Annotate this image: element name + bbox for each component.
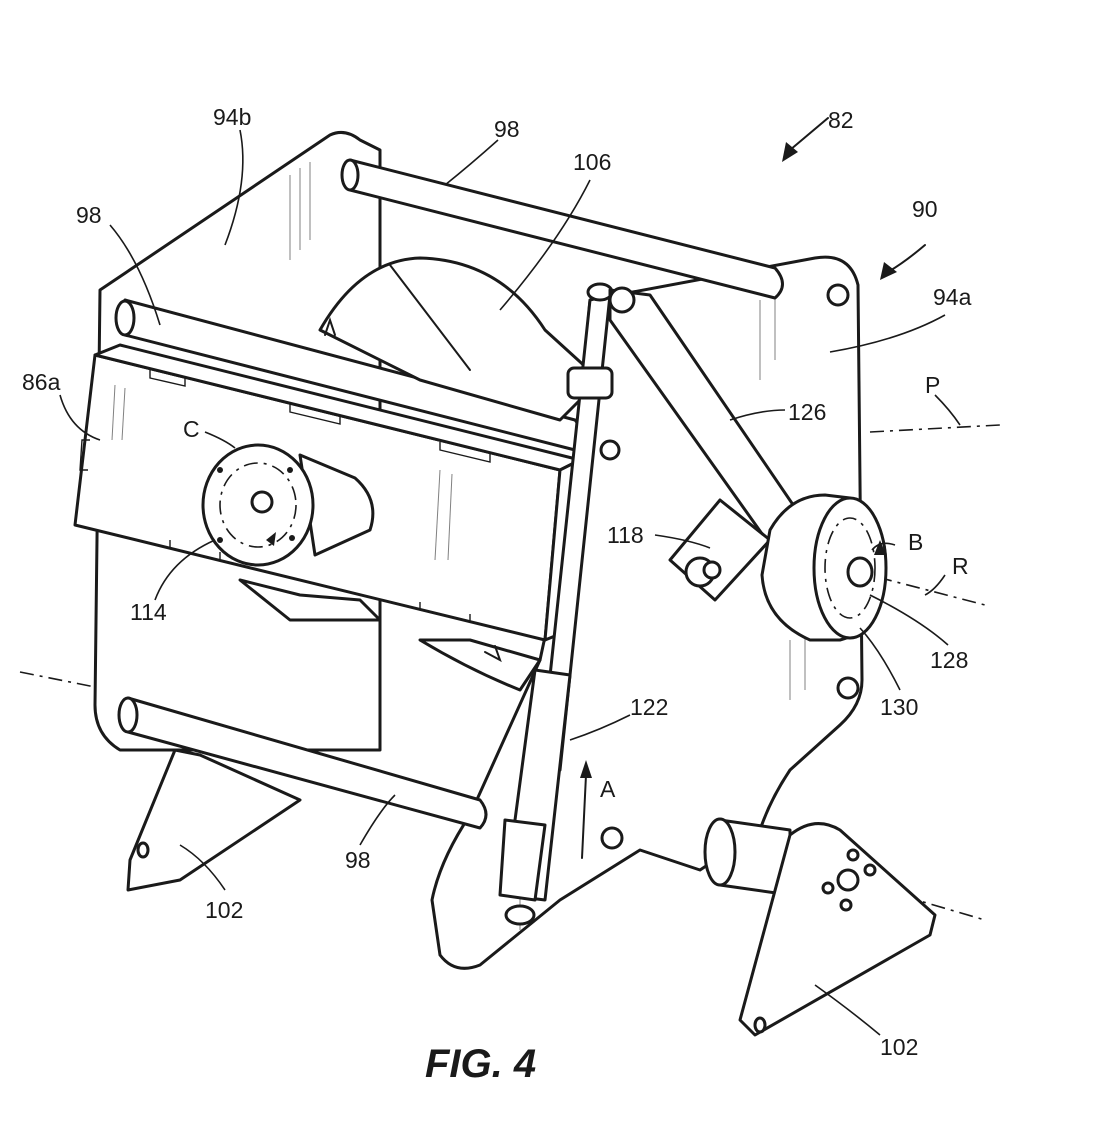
leader-94b bbox=[224, 129, 244, 246]
arrow-90-head bbox=[880, 262, 897, 280]
drum-lower-section bbox=[418, 638, 542, 692]
rod-left-end bbox=[114, 299, 136, 337]
leader-102-left bbox=[179, 844, 226, 891]
label-86a: 86a bbox=[22, 369, 61, 395]
label-94b: 94b bbox=[213, 104, 251, 130]
leader-98-top bbox=[444, 139, 499, 186]
drum-106 bbox=[318, 256, 602, 422]
housing-notches bbox=[79, 370, 491, 623]
arrow-a-head bbox=[580, 760, 592, 778]
label-102-left: 102 bbox=[205, 897, 243, 923]
label-98-left: 98 bbox=[76, 202, 102, 228]
label-128: 128 bbox=[930, 647, 968, 673]
arrow-82-head bbox=[782, 142, 798, 162]
reference-labels: 82 90 94a 94b 98 98 106 86a C 114 118 12… bbox=[22, 104, 972, 1060]
bolts bbox=[599, 283, 860, 850]
leader-94a bbox=[829, 314, 946, 353]
leader-98-left bbox=[109, 224, 161, 326]
arrow-a-shaft bbox=[581, 774, 587, 859]
axis-line-r bbox=[849, 569, 986, 606]
leader-r bbox=[924, 574, 946, 596]
foot-102-left bbox=[126, 748, 302, 892]
foot-shaft bbox=[703, 817, 792, 897]
leader-lines bbox=[59, 129, 961, 1036]
label-114: 114 bbox=[130, 599, 167, 625]
leader-114 bbox=[154, 539, 216, 601]
label-r: R bbox=[952, 553, 969, 579]
arrow-82-shaft bbox=[789, 117, 829, 151]
rod-bottom-end bbox=[117, 696, 139, 734]
leader-98-bottom bbox=[359, 794, 396, 846]
label-98-bottom: 98 bbox=[345, 847, 371, 873]
housing-hatching bbox=[111, 384, 453, 561]
label-126: 126 bbox=[788, 399, 826, 425]
label-82: 82 bbox=[828, 107, 854, 133]
label-a: A bbox=[600, 776, 616, 802]
label-122: 122 bbox=[630, 694, 668, 720]
label-c: C bbox=[183, 416, 200, 442]
label-90: 90 bbox=[912, 196, 938, 222]
arrow-90-shaft bbox=[887, 244, 926, 273]
motion-arrows bbox=[580, 117, 926, 859]
foot-holes bbox=[821, 848, 877, 912]
lower-bracket bbox=[238, 578, 382, 622]
leader-102-right bbox=[814, 984, 881, 1036]
leader-106 bbox=[499, 179, 591, 311]
label-102-right: 102 bbox=[880, 1034, 918, 1060]
label-p: P bbox=[925, 372, 940, 398]
label-98-top: 98 bbox=[494, 116, 520, 142]
label-106: 106 bbox=[573, 149, 611, 175]
wheel-hub bbox=[846, 556, 874, 588]
motor-114 bbox=[201, 443, 375, 567]
leader-b bbox=[871, 542, 896, 551]
rod-top-end bbox=[340, 158, 360, 192]
leader-86a bbox=[59, 394, 101, 441]
label-94a: 94a bbox=[933, 284, 972, 310]
figure-caption: FIG. 4 bbox=[425, 1042, 536, 1086]
motor-shaft bbox=[250, 490, 274, 514]
leader-122 bbox=[569, 714, 631, 741]
label-130: 130 bbox=[880, 694, 918, 720]
foot-102-right bbox=[738, 822, 937, 1037]
leader-126 bbox=[729, 409, 786, 421]
label-b: B bbox=[908, 529, 923, 555]
leader-130 bbox=[859, 627, 901, 691]
label-118: 118 bbox=[607, 522, 644, 548]
actuator-122 bbox=[498, 282, 614, 926]
actuator-collar bbox=[566, 366, 614, 400]
leader-128 bbox=[869, 594, 949, 646]
leader-c bbox=[204, 431, 236, 449]
leader-118 bbox=[654, 534, 711, 549]
wheel-128 bbox=[760, 493, 888, 642]
rear-plate-hatching bbox=[289, 162, 311, 260]
leader-p bbox=[934, 394, 961, 426]
axis-line-p bbox=[869, 424, 1001, 433]
